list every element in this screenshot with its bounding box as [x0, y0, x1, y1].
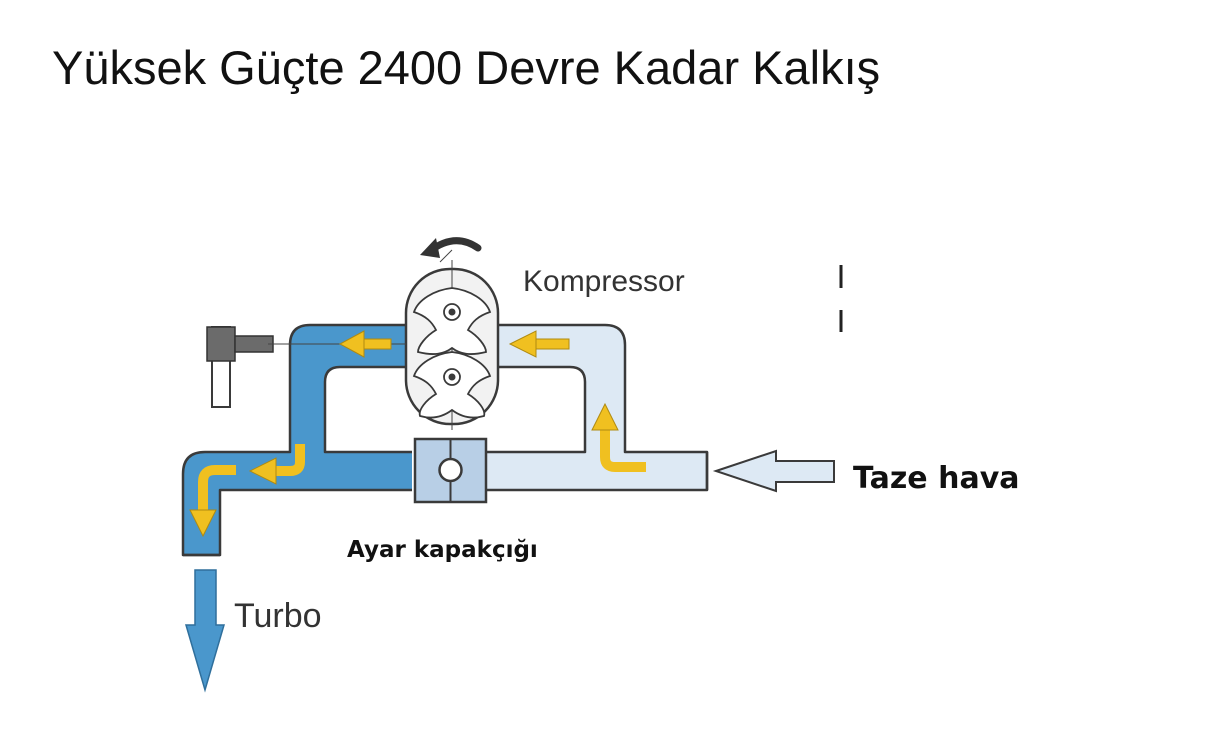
belt-pulley [206, 326, 274, 408]
curved-arrow-left-icon [420, 237, 482, 258]
bypass-valve-label: Ayar kapakçığı [347, 537, 538, 563]
pulley-shaft [234, 335, 274, 353]
lower-rotor [412, 351, 492, 419]
hollow-arrow-left-icon [712, 449, 835, 493]
arrow-turn-down-icon [189, 465, 236, 538]
compressor-label: Kompressor [523, 265, 685, 298]
compressed-air-duct [181, 323, 412, 557]
slide-title: Yüksek Güçte 2400 Devre Kadar Kalkış [52, 41, 881, 94]
upper-rotor [412, 287, 492, 355]
fresh-air-label: Taze hava [853, 461, 1020, 496]
arrow-turn-up-icon [591, 402, 646, 472]
arrow-left-icon [508, 330, 570, 358]
pulley-wheel [206, 326, 236, 362]
arrow-turn-left-icon [248, 444, 305, 485]
solid-arrow-down-icon [184, 569, 226, 693]
fresh-air-duct [486, 323, 709, 492]
turbo-label: Turbo [234, 597, 322, 635]
arrow-left-icon [338, 330, 392, 358]
compressor-housing [268, 249, 500, 430]
bypass-valve [413, 437, 488, 504]
flow-arrows [189, 330, 646, 538]
